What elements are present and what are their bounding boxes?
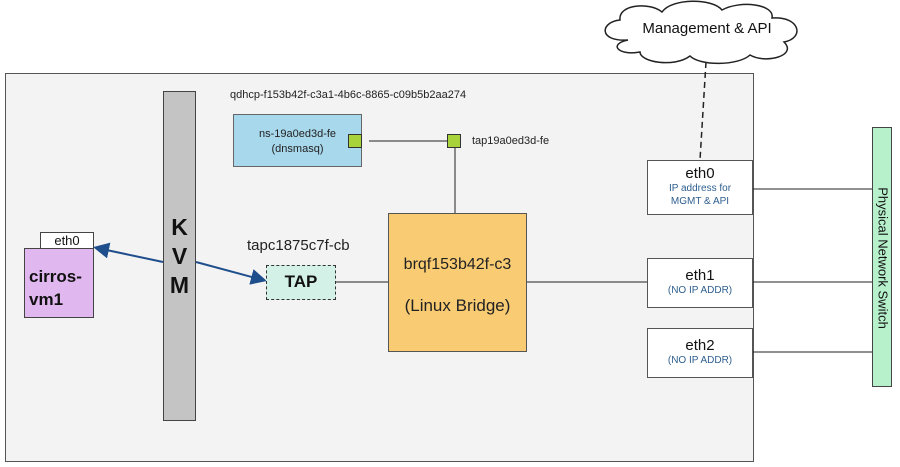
vm-tap-label: tapc1875c7f-cb	[247, 237, 350, 254]
kvm-letter-m: M	[169, 271, 190, 298]
kvm-letter-k: K	[171, 213, 188, 240]
vm-eth0: eth0	[40, 232, 94, 249]
host-eth2: eth2 (NO IP ADDR)	[647, 328, 753, 378]
kvm-letter-v: V	[171, 242, 188, 269]
kvm-vm-arrow	[93, 242, 164, 263]
namespace-label: qdhcp-f153b42f-c3a1-4b6c-8865-c09b5b2aa2…	[230, 89, 467, 101]
ns-tap-port	[447, 134, 461, 148]
namespace-device: ns-19a0ed3d-fe (dnsmasq)	[233, 114, 362, 167]
mgmt-dashed-link	[699, 61, 707, 161]
eth2-note: (NO IP ADDR)	[667, 355, 733, 366]
switch-label: Physical Network Switch	[875, 187, 891, 329]
eth0-note: IP address for MGMT & API	[668, 183, 732, 207]
eth0-name: eth0	[685, 165, 715, 182]
host-machine	[5, 73, 754, 462]
physical-network-switch: Physical Network Switch	[872, 127, 892, 387]
namespace-device-name: ns-19a0ed3d-fe	[258, 128, 337, 140]
ns-tap-label: tap19a0ed3d-fe	[472, 135, 550, 147]
cirros-vm: cirros-vm1	[24, 248, 94, 318]
kvm-hypervisor: K V M	[163, 91, 196, 421]
vm-tap-device: TAP	[266, 265, 336, 300]
bridge-name: brqf153b42f-c3	[403, 256, 512, 273]
kvm-tap-arrow	[195, 261, 267, 285]
eth1-name: eth1	[685, 267, 715, 284]
eth2-name: eth2	[685, 337, 715, 354]
host-eth0: eth0 IP address for MGMT & API	[647, 160, 753, 215]
namespace-device-desc: (dnsmasq)	[271, 143, 324, 155]
namespace-port	[348, 134, 362, 148]
bridge-type: (Linux Bridge)	[404, 296, 511, 315]
host-eth1: eth1 (NO IP ADDR)	[647, 258, 753, 308]
linux-bridge: brqf153b42f-c3 (Linux Bridge)	[388, 213, 527, 352]
eth1-note: (NO IP ADDR)	[667, 285, 733, 296]
management-api-label: Management & API	[642, 20, 772, 37]
